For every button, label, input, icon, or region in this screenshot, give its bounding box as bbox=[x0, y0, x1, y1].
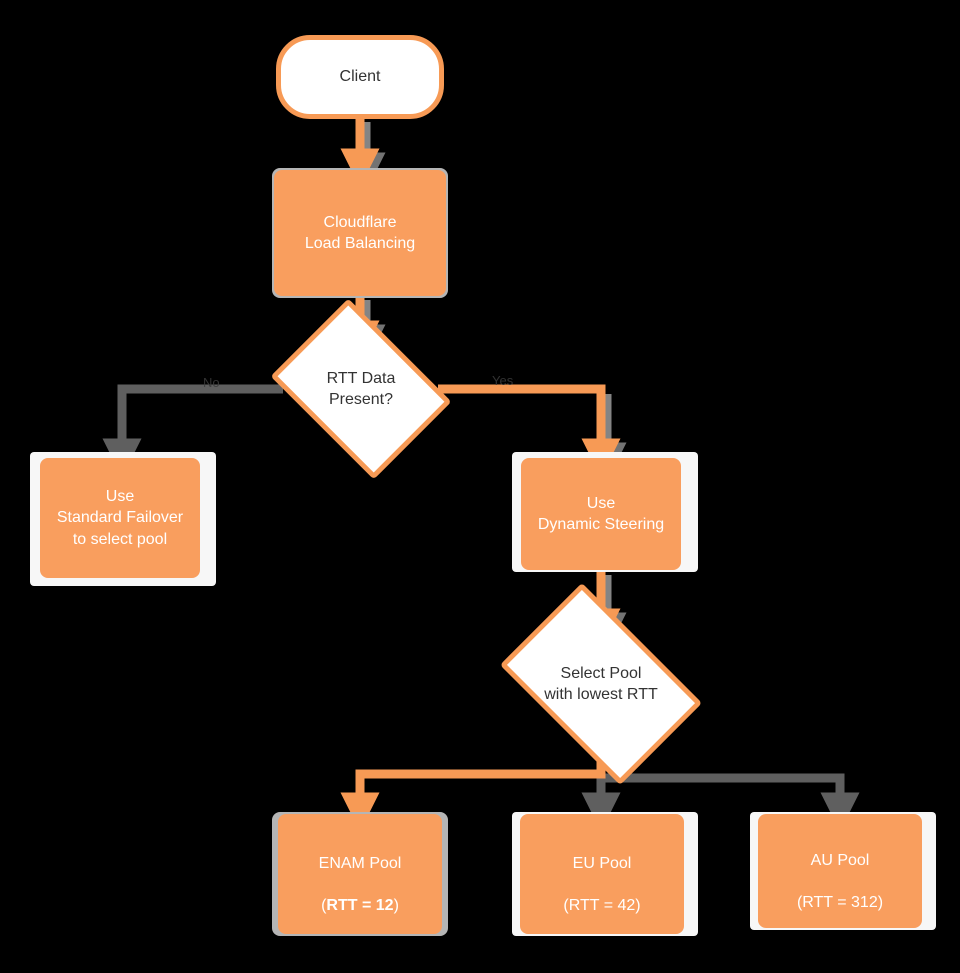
enam-rtt-value: RTT = 12 bbox=[326, 897, 394, 915]
node-cloudflare-load-balancing[interactable]: Cloudflare Load Balancing bbox=[274, 170, 446, 296]
node-au-pool-label: AU Pool (RTT = 312) bbox=[797, 829, 883, 913]
node-au-pool-line2: (RTT = 312) bbox=[796, 894, 884, 912]
node-eu-pool-line1: EU Pool bbox=[572, 854, 632, 872]
node-enam-pool[interactable]: ENAM Pool (RTT = 12) bbox=[278, 814, 442, 934]
node-eu-pool-label: EU Pool (RTT = 42) bbox=[563, 832, 640, 916]
node-client[interactable]: Client bbox=[276, 35, 444, 119]
node-au-pool[interactable]: AU Pool (RTT = 312) bbox=[758, 814, 922, 928]
node-dynamic-steering[interactable]: Use Dynamic Steering bbox=[521, 458, 681, 570]
node-standard-failover-label: Use Standard Failover to select pool bbox=[56, 488, 184, 548]
node-client-label: Client bbox=[339, 68, 381, 86]
node-enam-pool-line2: (RTT = 12) bbox=[321, 897, 399, 914]
node-cloudflare-load-balancing-label: Cloudflare Load Balancing bbox=[304, 213, 416, 252]
enam-paren-open: ( bbox=[321, 897, 327, 915]
node-rtt-data-present-label: RTT Data Present? bbox=[327, 368, 396, 410]
node-dynamic-steering-label: Use Dynamic Steering bbox=[537, 494, 665, 533]
node-enam-pool-label: ENAM Pool (RTT = 12) bbox=[319, 832, 402, 916]
enam-paren-close: ) bbox=[393, 897, 399, 915]
node-eu-pool[interactable]: EU Pool (RTT = 42) bbox=[520, 814, 684, 934]
node-select-pool-lowest-rtt-label: Select Pool with lowest RTT bbox=[544, 663, 658, 705]
node-enam-pool-line1: ENAM Pool bbox=[318, 854, 402, 872]
node-rtt-data-present[interactable]: RTT Data Present? bbox=[270, 298, 452, 480]
node-select-pool-lowest-rtt[interactable]: Select Pool with lowest RTT bbox=[499, 582, 703, 786]
edge-label-no: No bbox=[203, 375, 220, 390]
node-select-pool-line2: with lowest RTT bbox=[544, 686, 658, 703]
node-rtt-data-present-line1: RTT Data bbox=[326, 369, 396, 387]
node-eu-pool-line2: (RTT = 42) bbox=[563, 897, 641, 915]
node-standard-failover[interactable]: Use Standard Failover to select pool bbox=[40, 458, 200, 578]
edge-label-yes: Yes bbox=[492, 373, 514, 388]
node-rtt-data-present-line2: Present? bbox=[328, 391, 394, 408]
node-select-pool-line1: Select Pool bbox=[560, 664, 642, 682]
node-au-pool-line1: AU Pool bbox=[810, 851, 870, 869]
